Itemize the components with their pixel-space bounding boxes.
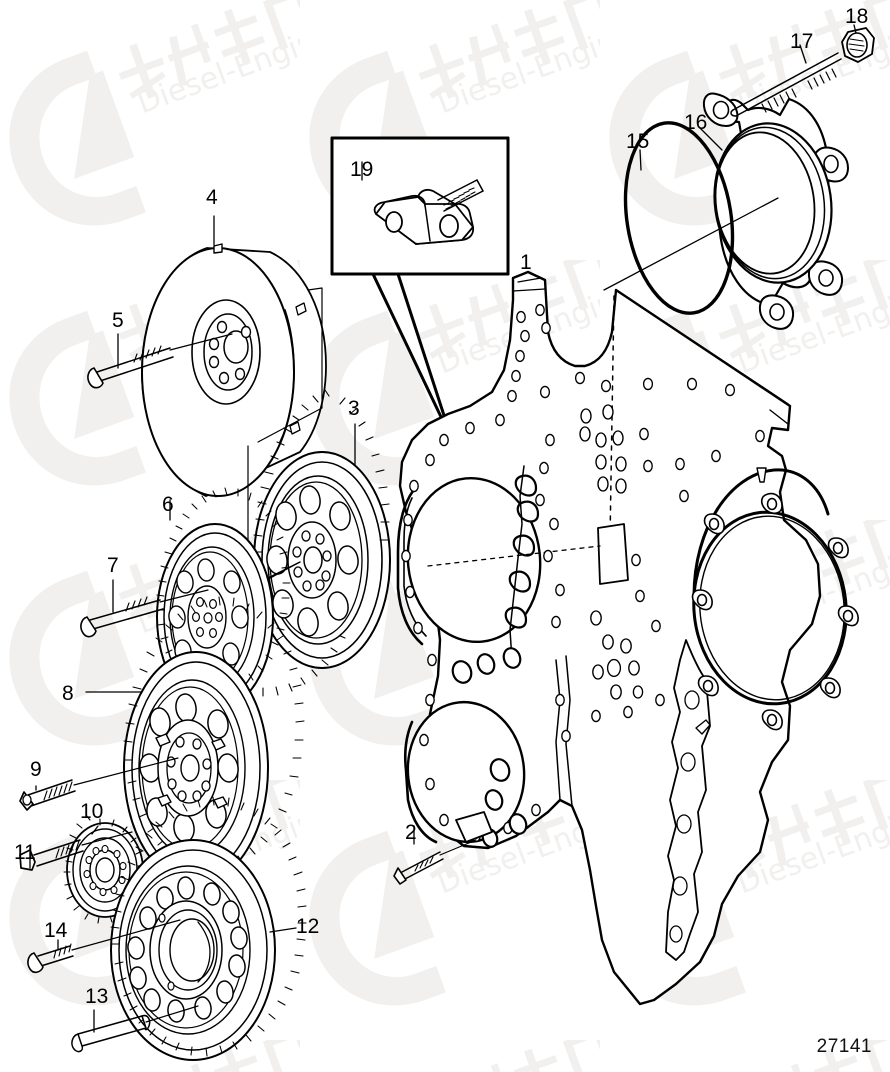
part-13-dowel-pin	[71, 1005, 199, 1053]
callout-13: 13	[85, 985, 109, 1008]
part-15-o-ring	[623, 121, 735, 315]
callout-8: 8	[62, 682, 74, 705]
part-19-inset	[330, 136, 510, 442]
part-17-stud	[730, 44, 842, 117]
callout-5: 5	[112, 309, 124, 332]
part-12-teeth	[110, 796, 307, 1057]
callout-16: 16	[684, 111, 708, 134]
callout-12: 12	[296, 915, 320, 938]
callout-4: 4	[206, 186, 218, 209]
part-3-ring-gear-flywheel	[247, 389, 391, 697]
part-16-seal-carrier	[603, 92, 849, 330]
callout-19: 19	[350, 158, 374, 181]
callout-2: 2	[405, 821, 417, 844]
callout-11: 11	[14, 841, 36, 864]
part-9-socket-head-screw	[19, 757, 179, 811]
callout-10: 10	[80, 800, 104, 823]
callout-1: 1	[520, 251, 532, 274]
part-1-flywheel-housing	[396, 270, 859, 1006]
part-2-flange-screw	[393, 825, 477, 885]
part-11-hex-screw	[19, 831, 133, 871]
part-12-ring-gear-flexplate	[110, 796, 307, 1061]
part-5-flange-screw	[87, 333, 233, 389]
part-12-bolt-holes	[127, 876, 248, 1023]
callout-3: 3	[348, 397, 360, 420]
part-18-flange-nut	[841, 24, 875, 63]
callout-9: 9	[30, 758, 42, 781]
callout-18: 18	[845, 5, 869, 28]
part-14-flange-screw	[27, 919, 181, 974]
diagram-number: 27141	[816, 1036, 872, 1057]
callout-6: 6	[162, 493, 174, 516]
callout-15: 15	[626, 130, 650, 153]
part-8-ring-gear-flywheel	[85, 596, 305, 885]
part-7-flange-screw	[80, 579, 209, 638]
part-4-flywheel	[141, 215, 327, 497]
part-3-holes	[266, 485, 359, 637]
housing-bolt-holes	[401, 303, 765, 843]
callout-17: 17	[790, 30, 814, 53]
callout-7: 7	[107, 554, 119, 577]
part-10-pinion-gear	[63, 814, 145, 924]
housing-right-bore	[691, 467, 859, 735]
callout-14: 14	[44, 919, 68, 942]
